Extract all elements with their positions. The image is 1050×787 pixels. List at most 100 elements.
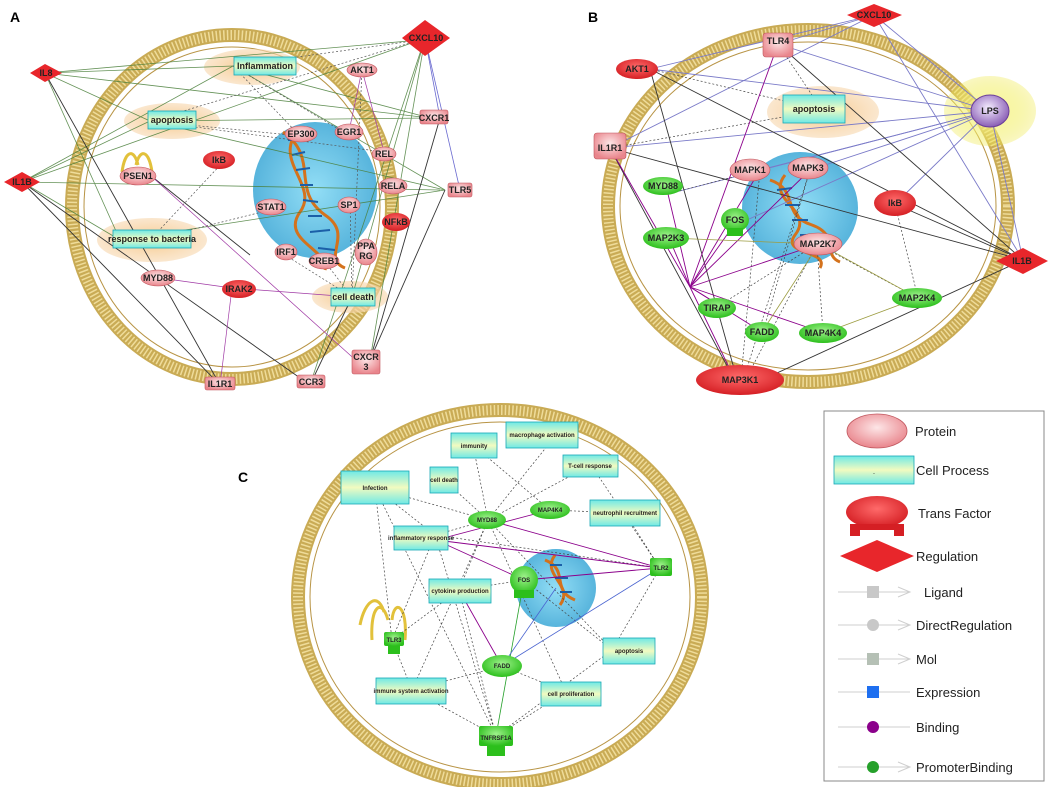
node-cxcr3[interactable]: CXCR 3 (351, 349, 381, 375)
legend-item-mol: Mol (838, 652, 937, 667)
process-inflammation[interactable]: Inflammation (233, 56, 297, 76)
node-lps-label: LPS (981, 106, 999, 116)
node-map2k7[interactable]: MAP2K7 (793, 232, 843, 256)
node-rela[interactable]: RELA (378, 177, 408, 195)
node-ikb-b[interactable]: IkB (874, 190, 916, 216)
process-cell-death[interactable]: cell death (330, 287, 376, 307)
node-psen1[interactable]: PSEN1 (119, 152, 157, 186)
node-myd88-b[interactable]: MYD88 (643, 177, 683, 195)
node-il1r1-b[interactable]: IL1R1 (593, 132, 627, 160)
node-rel[interactable]: REL (371, 146, 397, 162)
process-macrophage-activation[interactable]: macrophage activation (505, 421, 579, 449)
node-map2k3[interactable]: MAP2K3 (643, 227, 689, 249)
node-cxcl10-b-label: CXCL10 (857, 10, 892, 20)
edges-c-expression (501, 567, 661, 667)
node-il8[interactable]: IL8 (30, 64, 62, 82)
node-akt1-a[interactable]: AKT1 (346, 62, 378, 78)
legend-item-promoter-binding: PromoterBinding (838, 760, 1013, 775)
panel-c: C (238, 403, 709, 787)
node-fadd-c[interactable]: FADD (482, 655, 522, 677)
cell-membrane-lipids-c (293, 405, 707, 787)
node-mapk3-label: MAPK3 (792, 163, 824, 173)
node-myd88-a[interactable]: MYD88 (140, 269, 176, 287)
node-fos-b[interactable]: FOS (721, 208, 749, 236)
edges-b-solid (609, 43, 1024, 391)
node-rela-label: RELA (381, 181, 406, 191)
node-tirap-label: TIRAP (704, 303, 731, 313)
panel-c-letter: C (238, 469, 248, 485)
legend-promoter-binding-label: PromoterBinding (916, 760, 1013, 775)
node-mapk1[interactable]: MAPK1 (729, 158, 771, 182)
node-stat1[interactable]: STAT1 (255, 198, 287, 216)
node-lps[interactable]: LPS (970, 94, 1010, 128)
node-tlr3-receptor-icon (358, 599, 407, 641)
node-cxcr3-label-1: CXCR (353, 352, 379, 362)
node-irak2[interactable]: IRAK2 (222, 280, 256, 298)
node-map4k4-b[interactable]: MAP4K4 (799, 323, 847, 343)
node-il1b[interactable]: IL1B (4, 172, 40, 192)
node-map2k4[interactable]: MAP2K4 (892, 288, 942, 308)
node-ikb-a-label: IkB (212, 155, 227, 165)
node-akt1-b[interactable]: AKT1 (616, 59, 658, 79)
node-tlr4-label: TLR4 (767, 36, 790, 46)
node-map2k3-label: MAP2K3 (648, 233, 685, 243)
node-ikb-a[interactable]: IkB (203, 151, 235, 169)
node-cxcl10-a[interactable]: CXCL10 (402, 20, 450, 56)
process-apoptosis-b-label: apoptosis (793, 104, 836, 114)
process-inflammatory-response[interactable]: inflammatory response (388, 525, 455, 551)
node-sp1[interactable]: SP1 (337, 196, 361, 214)
node-myd88-c[interactable]: MYD88 (468, 511, 506, 529)
process-t-cell-response[interactable]: T-cell response (562, 454, 619, 478)
process-cell-death-c-label: cell death (430, 478, 458, 484)
node-tlr5-a[interactable]: TLR5 (447, 182, 473, 198)
legend-expression-label: Expression (916, 685, 980, 700)
legend-promoter-binding-swatch (867, 761, 879, 773)
cell-membrane-lipids-b (603, 25, 1013, 387)
node-map4k4-c[interactable]: MAP4K4 (530, 501, 570, 519)
node-irf1[interactable]: IRF1 (274, 243, 298, 261)
node-egr1[interactable]: EGR1 (334, 123, 364, 141)
node-psen1-label: PSEN1 (123, 171, 153, 181)
node-il1r1-b-label: IL1R1 (598, 143, 623, 153)
node-creb1-label: CREB1 (309, 256, 340, 266)
process-immunity[interactable]: immunity (450, 432, 498, 459)
process-apoptosis-b[interactable]: apoptosis (782, 94, 846, 124)
node-tnfrsf1a[interactable]: TNFRSF1A (479, 726, 513, 756)
node-pparg-label-2: RG (359, 251, 373, 261)
legend-direct-regulation-swatch (867, 619, 879, 631)
node-il1b-b[interactable]: IL1B (996, 248, 1048, 274)
node-pparg[interactable]: PPA RG (354, 238, 378, 266)
legend-trans-factor-label: Trans Factor (918, 506, 992, 521)
node-ccr3[interactable]: CCR3 (296, 374, 326, 389)
process-infection-label: Infection (363, 486, 388, 492)
node-myd88-b-label: MYD88 (648, 181, 678, 191)
process-cell-death-c[interactable]: cell death (429, 466, 459, 494)
process-neutrophil-recruitment[interactable]: neutrophil recruitment (589, 499, 661, 527)
process-immune-system-activation[interactable]: immune system activation (373, 677, 449, 705)
node-fos-c[interactable]: FOS (510, 566, 538, 598)
node-cxcr1[interactable]: CXCR1 (419, 109, 450, 125)
node-tlr3[interactable]: TLR3 (384, 632, 404, 654)
node-tirap[interactable]: TIRAP (698, 298, 736, 318)
node-cxcl10-b[interactable]: CXCL10 (847, 4, 902, 27)
node-nfkb-a[interactable]: NFkB (382, 213, 410, 231)
node-mapk3[interactable]: MAPK3 (787, 156, 829, 180)
legend-expression-swatch (867, 686, 879, 698)
node-il1b-label: IL1B (12, 177, 32, 187)
process-response-to-bacteria[interactable]: response to bacteria (108, 229, 197, 249)
process-t-cell-response-label: T-cell response (568, 464, 612, 470)
process-infection[interactable]: Infection (340, 470, 410, 505)
process-cell-proliferation[interactable]: cell proliferation (540, 681, 602, 707)
node-tlr4[interactable]: TLR4 (762, 32, 794, 58)
node-creb1[interactable]: CREB1 (308, 252, 340, 270)
node-nfkb-a-label: NFkB (384, 217, 408, 227)
legend-regulation-label: Regulation (916, 549, 978, 564)
process-cytokine-production[interactable]: cytokine production (428, 578, 492, 604)
process-apoptosis[interactable]: apoptosis (147, 110, 197, 130)
node-map3k1[interactable]: MAP3K1 (696, 365, 784, 395)
node-fadd-b[interactable]: FADD (745, 322, 779, 342)
node-tlr2[interactable]: TLR2 (650, 558, 672, 576)
process-apoptosis-c[interactable]: apoptosis (602, 637, 656, 665)
node-ep300[interactable]: EP300 (284, 125, 318, 143)
node-il1r1-a[interactable]: IL1R1 (204, 376, 236, 391)
